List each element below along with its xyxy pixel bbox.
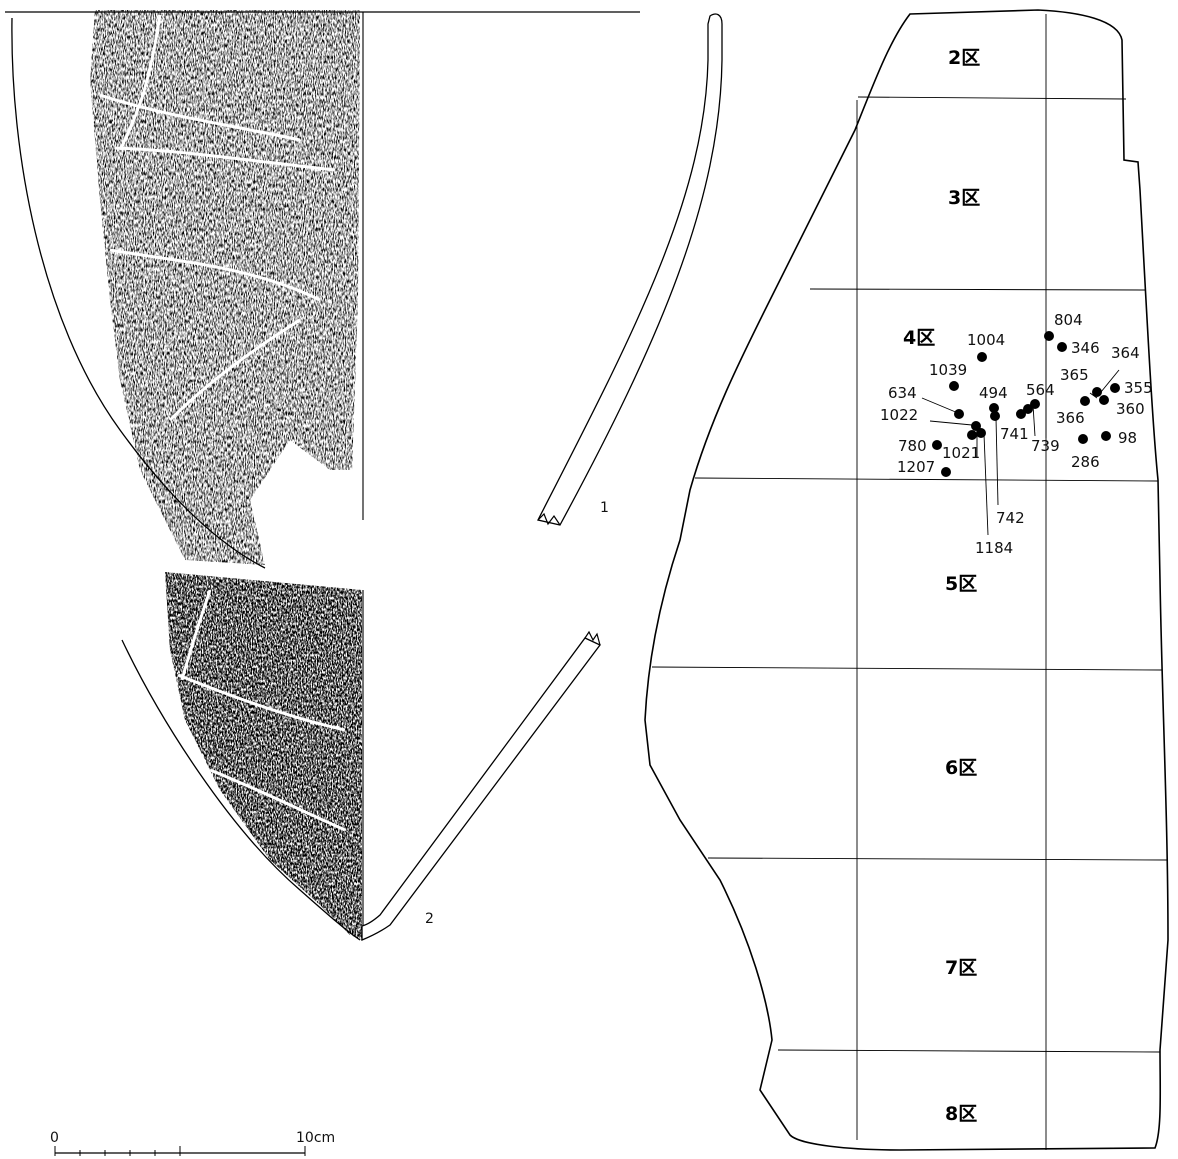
zone-label-7: 7区 bbox=[945, 957, 977, 979]
find-label-98: 98 bbox=[1118, 429, 1137, 447]
find-label-739: 739 bbox=[1031, 437, 1060, 455]
zone-label-5: 5区 bbox=[945, 573, 977, 595]
find-label-780: 780 bbox=[898, 437, 927, 455]
site-plan: 2区 3区 4区 5区 6区 7区 8区 bbox=[644, 9, 1169, 1151]
find-label-365: 365 bbox=[1060, 366, 1089, 384]
sherd-2-number: 2 bbox=[425, 911, 434, 927]
sherd-2-section bbox=[361, 637, 602, 941]
find-label-494: 494 bbox=[979, 384, 1008, 402]
scale-bar-start: 0 bbox=[50, 1130, 59, 1146]
sherd-2-cracks bbox=[177, 589, 346, 832]
sherd-1-drawing: 1 bbox=[5, 10, 723, 569]
find-point-markers bbox=[932, 331, 1120, 477]
find-label-1207: 1207 bbox=[897, 458, 935, 476]
zone-label-4: 4区 bbox=[903, 327, 935, 349]
find-label-360: 360 bbox=[1116, 400, 1145, 418]
sherd-2-drawing: 2 bbox=[121, 572, 602, 941]
find-label-355: 355 bbox=[1124, 379, 1153, 397]
find-label-364: 364 bbox=[1111, 344, 1140, 362]
find-label-634: 634 bbox=[888, 384, 917, 402]
sherd-1-section bbox=[537, 13, 723, 526]
find-label-1184: 1184 bbox=[975, 539, 1013, 557]
sherd-1-number: 1 bbox=[600, 500, 609, 516]
scale-bar: 0 10cm bbox=[50, 1130, 335, 1156]
find-label-564: 564 bbox=[1026, 381, 1055, 399]
sherd-1-rubbing bbox=[90, 10, 360, 565]
site-outline bbox=[644, 9, 1169, 1151]
zone-label-3: 3区 bbox=[948, 187, 980, 209]
sherd-1-cracks bbox=[99, 14, 336, 422]
find-label-286: 286 bbox=[1071, 453, 1100, 471]
find-label-366: 366 bbox=[1056, 409, 1085, 427]
find-label-1021: 1021 bbox=[942, 444, 980, 462]
find-label-1004: 1004 bbox=[967, 331, 1005, 349]
find-label-1022: 1022 bbox=[880, 406, 918, 424]
sherd-2-rubbing bbox=[165, 572, 362, 940]
sherd-2-outer-profile bbox=[121, 639, 361, 941]
find-label-346: 346 bbox=[1071, 339, 1100, 357]
zone-label-2: 2区 bbox=[948, 47, 980, 69]
find-label-804: 804 bbox=[1054, 311, 1083, 329]
find-label-1039: 1039 bbox=[929, 361, 967, 379]
sherd-2-break-mark bbox=[584, 630, 601, 646]
find-point-leaders bbox=[921, 340, 1120, 536]
find-label-741: 741 bbox=[1000, 425, 1029, 443]
find-label-742: 742 bbox=[996, 509, 1025, 527]
scale-bar-end: 10cm bbox=[296, 1130, 335, 1146]
sherd-1-break-mark bbox=[537, 512, 561, 526]
zone-label-6: 6区 bbox=[945, 757, 977, 779]
site-grid bbox=[651, 14, 1169, 1150]
zone-label-8: 8区 bbox=[945, 1103, 977, 1125]
find-point-labels: 804 346 364 1004 365 355 1039 564 494 36… bbox=[880, 311, 1153, 557]
